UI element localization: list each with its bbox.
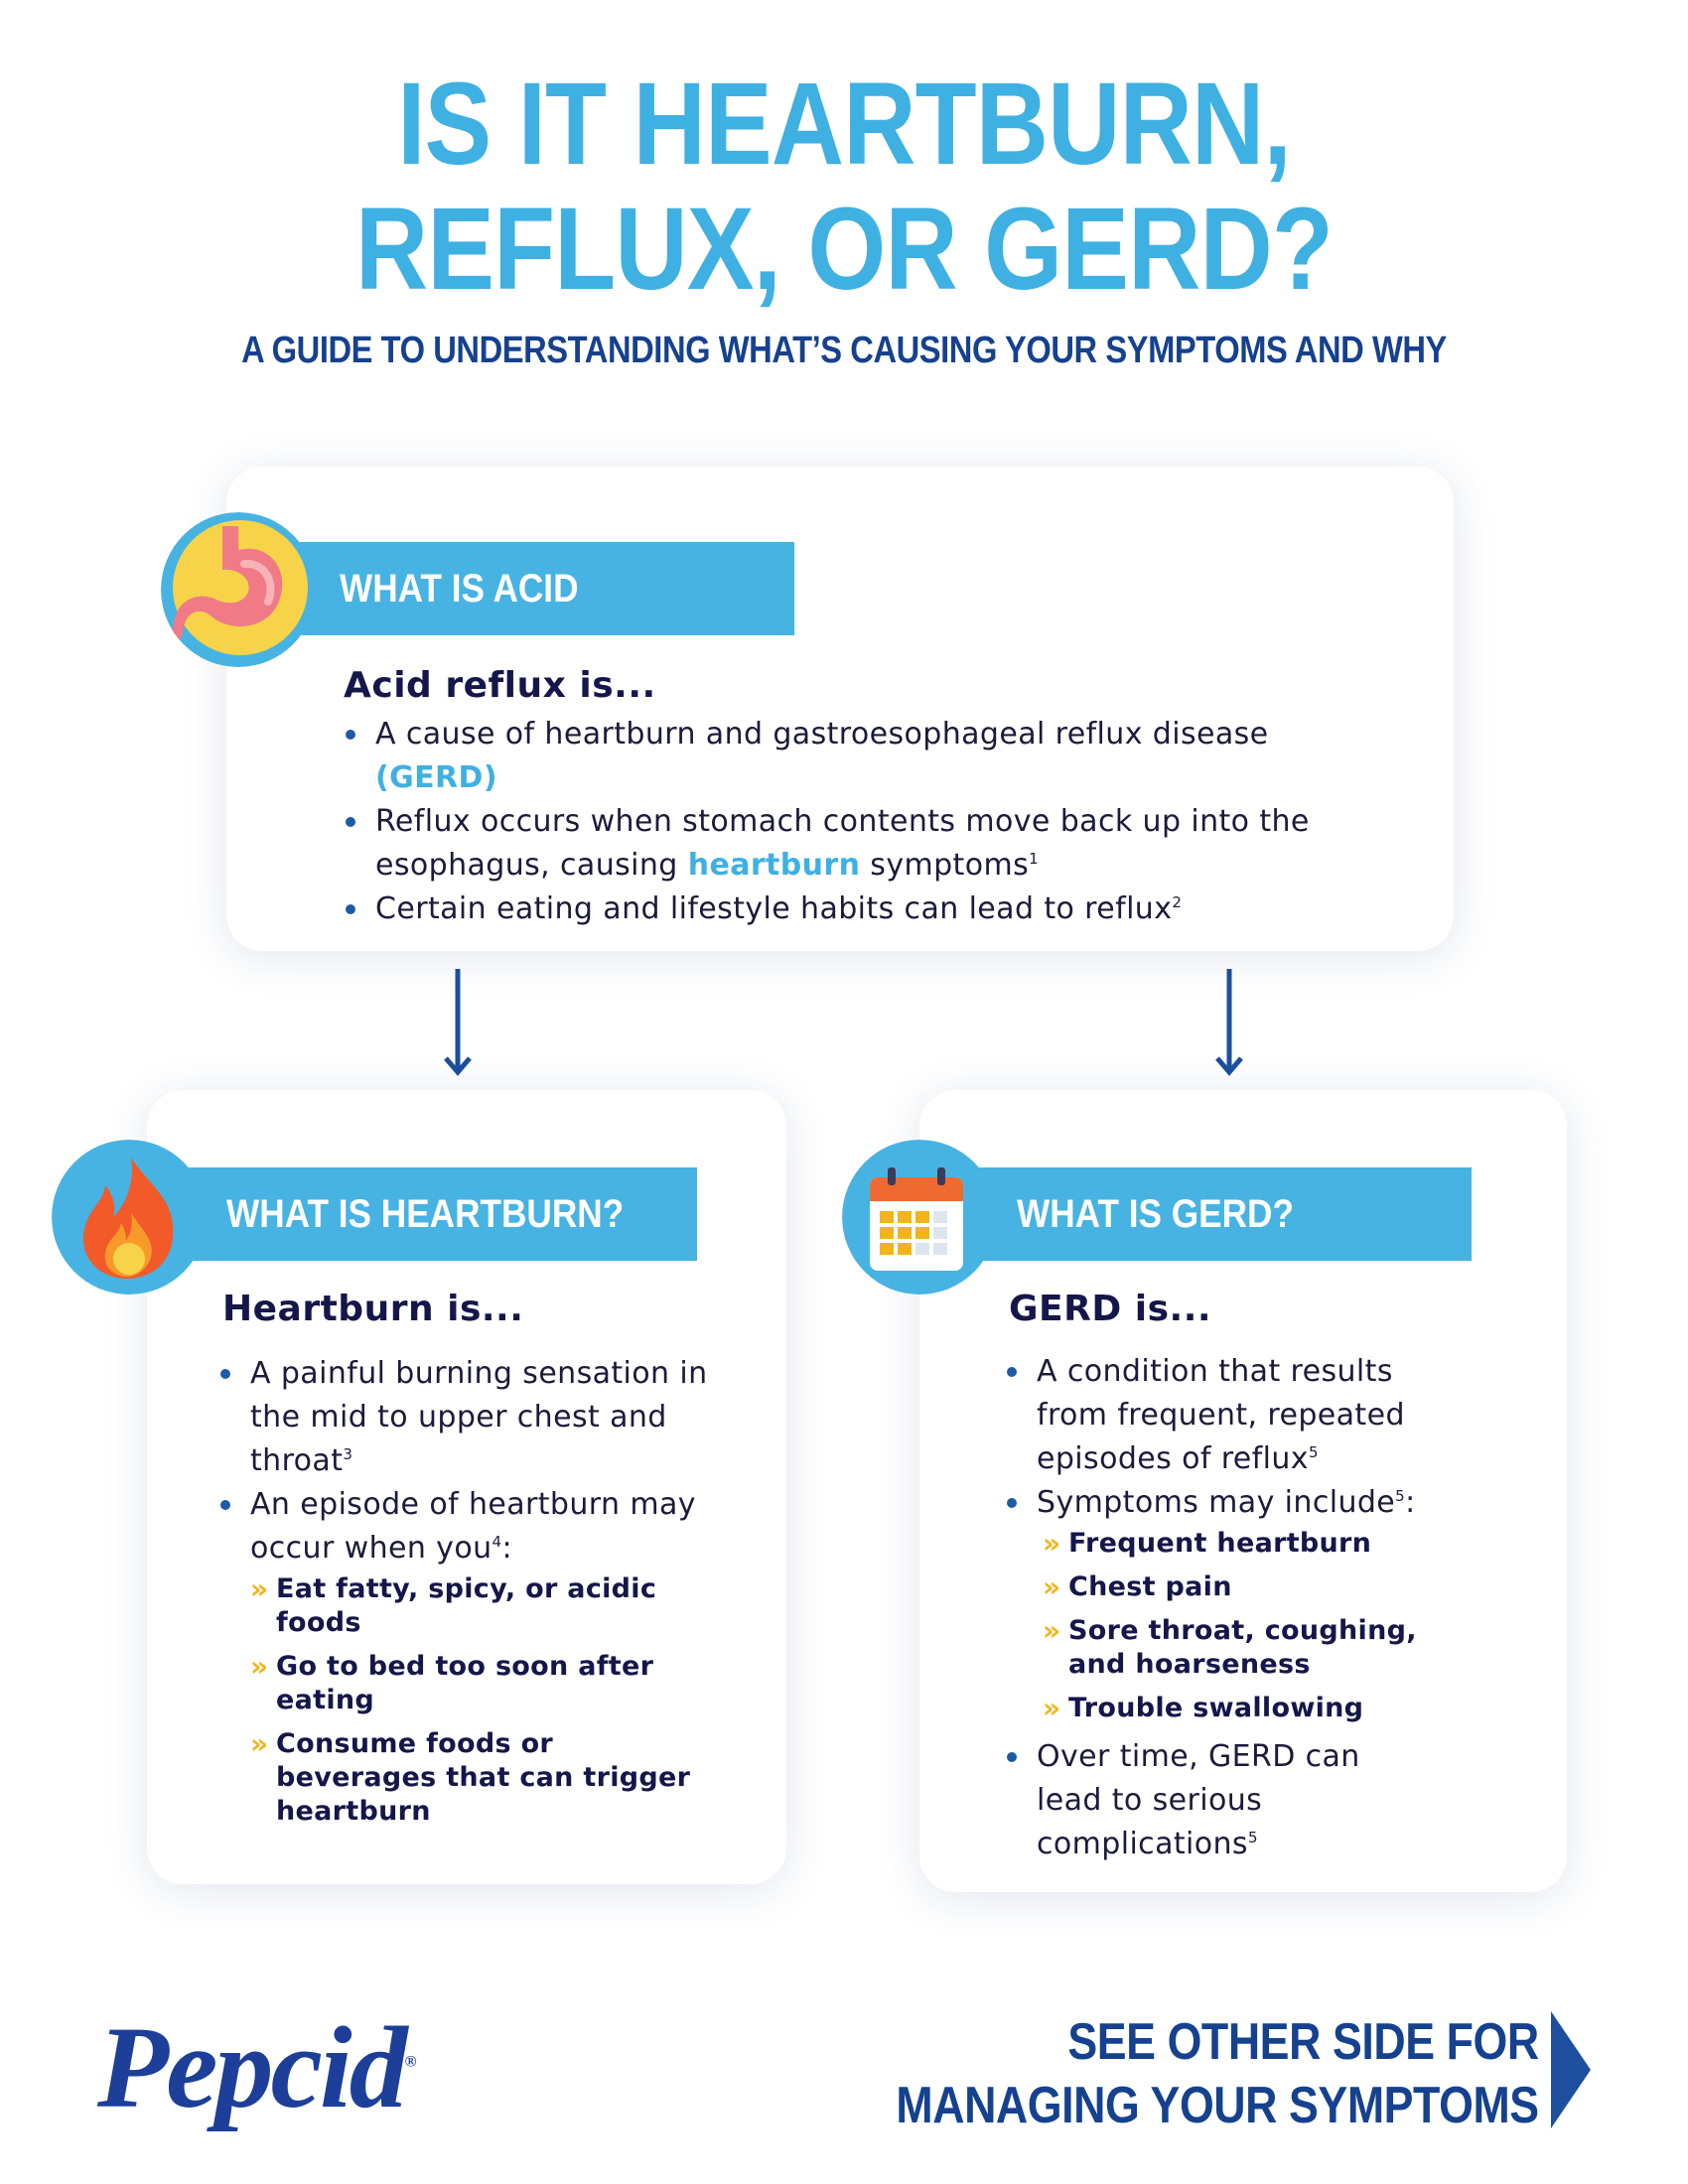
gerd-list: A condition that results from frequent, … <box>1005 1350 1422 1866</box>
heartburn-list: A painful burning sensation in the mid t… <box>218 1352 715 1839</box>
gerd-banner: WHAT IS GERD? <box>937 1167 1472 1261</box>
list-item: Chest pain <box>1043 1570 1422 1604</box>
list-item: Eat fatty, spicy, or acidic foods <box>250 1572 715 1640</box>
arrow-down-icon <box>444 969 472 1076</box>
title-line-1: IS IT HEARTBURN, <box>397 59 1291 190</box>
cta-line-1: SEE OTHER SIDE FOR <box>1067 2013 1540 2071</box>
gerd-sublist: Frequent heartburn Chest pain Sore throa… <box>1043 1527 1422 1725</box>
list-item: A cause of heartburn and gastroesophagea… <box>344 713 1386 800</box>
heartburn-heading: WHAT IS HEARTBURN? <box>226 1192 625 1236</box>
acid-reflux-list: A cause of heartburn and gastroesophagea… <box>344 713 1386 931</box>
acid-reflux-lead: Acid reflux is... <box>344 665 656 706</box>
list-item: Reflux occurs when stomach contents move… <box>344 800 1386 887</box>
list-item: Consume foods or beverages that can trig… <box>250 1727 715 1829</box>
list-item: Frequent heartburn <box>1043 1527 1422 1561</box>
list-item: A condition that results from frequent, … <box>1005 1350 1422 1481</box>
list-item: An episode of heartburn may occur when y… <box>218 1483 715 1829</box>
list-item: Symptoms may include5: Frequent heartbur… <box>1005 1481 1422 1725</box>
list-item: A painful burning sensation in the mid t… <box>218 1352 715 1483</box>
title-line-2: REFLUX, OR GERD? <box>354 184 1334 315</box>
acid-reflux-banner: WHAT IS ACID REFLUX? <box>260 542 794 704</box>
stomach-icon <box>161 512 316 667</box>
list-item: Go to bed too soon after eating <box>250 1650 715 1717</box>
heartburn-banner: WHAT IS HEARTBURN? <box>147 1167 697 1261</box>
heartburn-lead: Heartburn is... <box>222 1289 524 1329</box>
acid-reflux-heading: WHAT IS ACID REFLUX? <box>340 567 579 704</box>
page-title: IS IT HEARTBURN, REFLUX, OR GERD? <box>118 62 1570 312</box>
arrow-down-icon <box>1215 969 1243 1076</box>
cta-line-2: MANAGING YOUR SYMPTOMS <box>896 2077 1540 2134</box>
pepcid-logo: Pepcid® <box>97 2002 417 2132</box>
list-item: Over time, GERD can lead to serious comp… <box>1005 1735 1422 1866</box>
gerd-lead: GERD is... <box>1009 1289 1212 1329</box>
flame-icon <box>52 1140 207 1295</box>
list-item: Sore throat, coughing, and hoarseness <box>1043 1614 1422 1682</box>
gerd-heading: WHAT IS GERD? <box>1017 1192 1294 1236</box>
list-item: Trouble swallowing <box>1043 1692 1422 1725</box>
list-item: Certain eating and lifestyle habits can … <box>344 887 1386 931</box>
triangle-arrow-icon <box>1551 2011 1591 2128</box>
heartburn-sublist: Eat fatty, spicy, or acidic foods Go to … <box>250 1572 715 1829</box>
see-other-side-cta[interactable]: SEE OTHER SIDE FOR MANAGING YOUR SYMPTOM… <box>791 2010 1540 2137</box>
calendar-icon <box>842 1140 997 1295</box>
page-subtitle: A GUIDE TO UNDERSTANDING WHAT’S CAUSING … <box>241 330 1447 371</box>
